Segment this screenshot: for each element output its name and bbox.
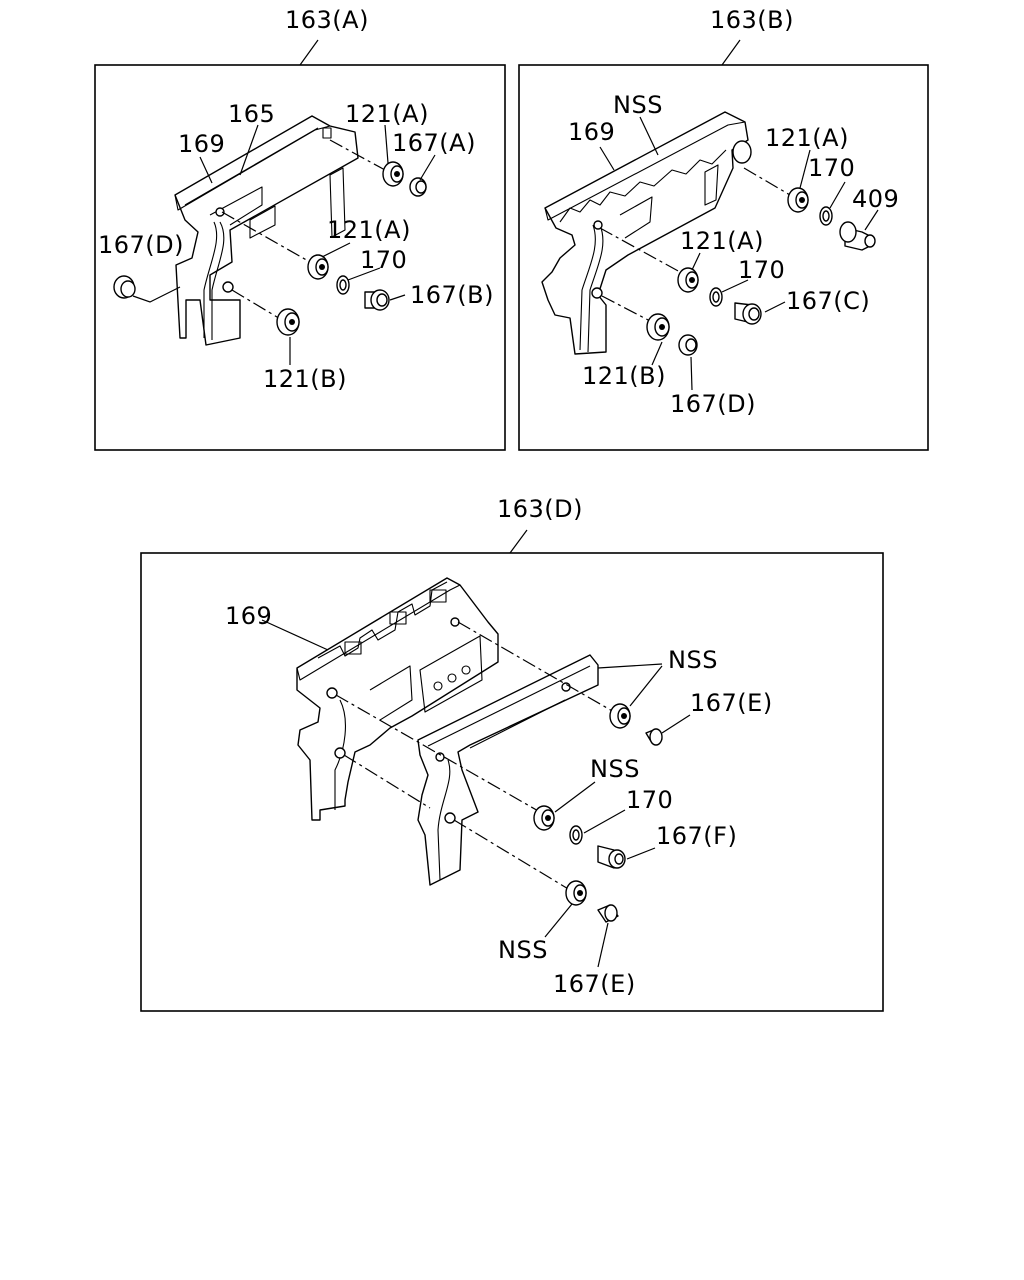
label-121a-mid-b: 121(A) [680, 227, 764, 255]
label-169: 169 [178, 130, 225, 158]
bolt-167f [597, 845, 626, 869]
pin-167d [113, 275, 181, 303]
label-nss-top-d: NSS [668, 646, 718, 674]
label-167e-top-d: 167(E) [690, 689, 773, 717]
washer-170-top-b [819, 206, 833, 226]
label-121b: 121(B) [263, 365, 347, 393]
label-169-b: 169 [568, 118, 615, 146]
bracket-assembly-b [541, 111, 752, 355]
label-170-mid-b: 170 [738, 256, 785, 284]
label-121a-top-b: 121(A) [765, 124, 849, 152]
label-167d-b: 167(D) [670, 390, 756, 418]
label-167e-bottom-d: 167(E) [553, 970, 636, 998]
bushing-nss-top-d [609, 703, 631, 729]
label-169-d: 169 [225, 602, 272, 630]
label-409: 409 [852, 185, 899, 213]
bushing-121a-top-b [787, 187, 809, 213]
washer-170 [336, 275, 350, 295]
label-121a-top: 121(A) [345, 100, 429, 128]
label-170: 170 [360, 246, 407, 274]
bushing-121a-mid-b [677, 267, 699, 293]
label-167b: 167(B) [410, 281, 494, 309]
panel-a-frame [94, 64, 506, 451]
washer-170-mid-b [709, 287, 723, 307]
bracket-assembly-a [174, 115, 359, 346]
bushing-121a-mid [307, 254, 329, 280]
pin-167d-b [678, 334, 698, 356]
label-167c: 167(C) [786, 287, 870, 315]
label-167d: 167(D) [98, 231, 184, 259]
pin-167e-bottom-d [597, 904, 619, 923]
panel-d-title: 163(D) [497, 495, 583, 523]
label-nss-b: NSS [613, 91, 663, 119]
bushing-121b-b [646, 313, 670, 341]
label-165: 165 [228, 100, 275, 128]
pin-167e-top-d [645, 728, 663, 746]
label-nss-bottom-d: NSS [498, 936, 548, 964]
pin-167a [409, 177, 427, 197]
panel-a-title: 163(A) [285, 6, 369, 34]
bolt-167c [734, 302, 762, 325]
washer-170-d [569, 825, 583, 845]
bolt-409 [839, 221, 876, 251]
panel-163a: 163(A) [94, 6, 506, 451]
label-121b-b: 121(B) [582, 362, 666, 390]
label-170-d: 170 [626, 786, 673, 814]
bushing-121a-top [382, 161, 404, 187]
bushing-nss-bottom-d [565, 880, 587, 906]
housing-169-d [296, 577, 499, 821]
bushing-nss-mid-d [533, 805, 555, 831]
bushing-121b [276, 308, 300, 336]
label-121a-mid: 121(A) [327, 216, 411, 244]
panel-d-frame [140, 552, 884, 1012]
bolt-167b [364, 289, 390, 311]
panel-b-title: 163(B) [710, 6, 794, 34]
panel-163d: 163(D) [140, 495, 884, 1012]
label-nss-mid-d: NSS [590, 755, 640, 783]
label-167a: 167(A) [392, 129, 476, 157]
panel-163b: 163(B) [518, 6, 929, 451]
panel-b-frame [518, 64, 929, 451]
label-170-top-b: 170 [808, 154, 855, 182]
label-167f: 167(F) [656, 822, 737, 850]
